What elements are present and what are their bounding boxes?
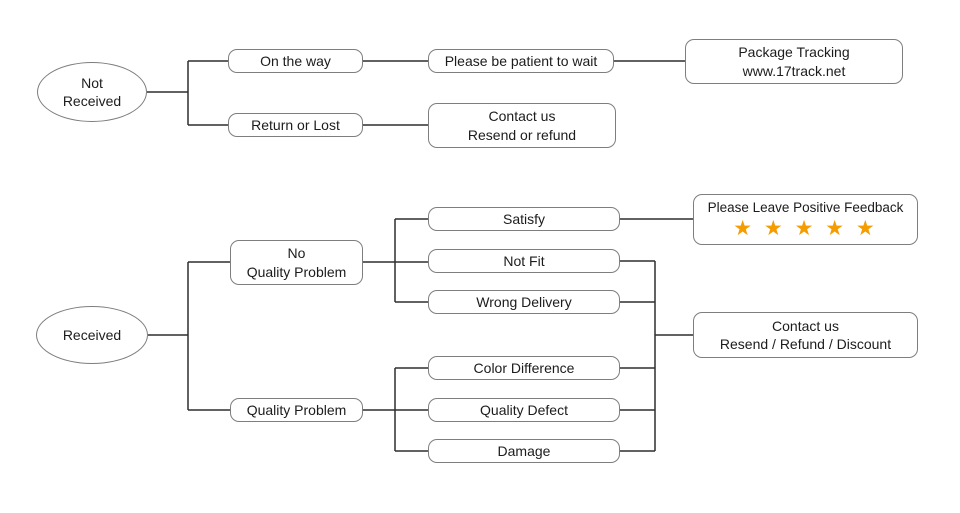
node-wrong-delivery-label: Wrong Delivery	[476, 293, 572, 310]
node-received-label: Received	[62, 326, 122, 343]
node-not-received-line1: Not	[81, 74, 103, 91]
node-not-fit: Not Fit	[428, 249, 620, 273]
node-be-patient: Please be patient to wait	[428, 49, 614, 73]
node-contact-discount-line1: Contact us	[772, 317, 839, 334]
connector-quality-split	[363, 367, 428, 452]
node-not-received-line2: Received	[62, 93, 122, 109]
node-wrong-delivery: Wrong Delivery	[428, 290, 620, 314]
node-damage: Damage	[428, 439, 620, 463]
node-no-quality-problem: No Quality Problem	[230, 240, 363, 285]
node-no-quality-problem-line1: No	[287, 245, 306, 262]
node-contact-resend-refund-discount: Contact us Resend / Refund / Discount	[693, 312, 918, 358]
connector-not-received-split	[147, 60, 228, 126]
connector-bus-to-contact	[620, 260, 693, 452]
node-be-patient-label: Please be patient to wait	[444, 52, 598, 69]
node-quality-problem-label: Quality Problem	[246, 401, 347, 418]
node-not-received: Not Received	[37, 62, 147, 122]
node-package-tracking-line2: www.17track.net	[742, 62, 846, 79]
node-contact-resend-refund: Contact us Resend or refund	[428, 103, 616, 148]
node-on-the-way: On the way	[228, 49, 363, 73]
node-no-quality-problem-line2: Quality Problem	[246, 263, 347, 280]
node-positive-feedback: Please Leave Positive Feedback ★ ★ ★ ★ ★	[693, 194, 918, 245]
node-satisfy: Satisfy	[428, 207, 620, 231]
node-contact-discount-line2: Resend / Refund / Discount	[719, 336, 892, 352]
node-return-or-lost-label: Return or Lost	[251, 116, 340, 133]
node-on-the-way-label: On the way	[260, 52, 331, 69]
node-damage-label: Damage	[497, 442, 551, 459]
node-return-or-lost: Return or Lost	[228, 113, 363, 137]
node-quality-problem: Quality Problem	[230, 398, 363, 422]
node-contact-resend-refund-line2: Resend or refund	[467, 126, 577, 143]
node-contact-resend-refund-line1: Contact us	[488, 108, 556, 125]
node-color-difference-label: Color Difference	[473, 359, 575, 376]
connector-no-quality-split	[363, 218, 428, 303]
star-icons: ★ ★ ★ ★ ★	[733, 217, 878, 241]
node-received: Received	[36, 306, 148, 364]
node-quality-defect: Quality Defect	[428, 398, 620, 422]
node-package-tracking-line1: Package Tracking	[738, 44, 850, 61]
connector-received-split	[148, 261, 230, 411]
node-satisfy-label: Satisfy	[502, 210, 545, 227]
node-quality-defect-label: Quality Defect	[480, 401, 568, 418]
node-not-fit-label: Not Fit	[503, 252, 545, 269]
node-color-difference: Color Difference	[428, 356, 620, 380]
node-positive-feedback-title: Please Leave Positive Feedback	[707, 199, 904, 215]
node-package-tracking: Package Tracking www.17track.net	[685, 39, 903, 84]
